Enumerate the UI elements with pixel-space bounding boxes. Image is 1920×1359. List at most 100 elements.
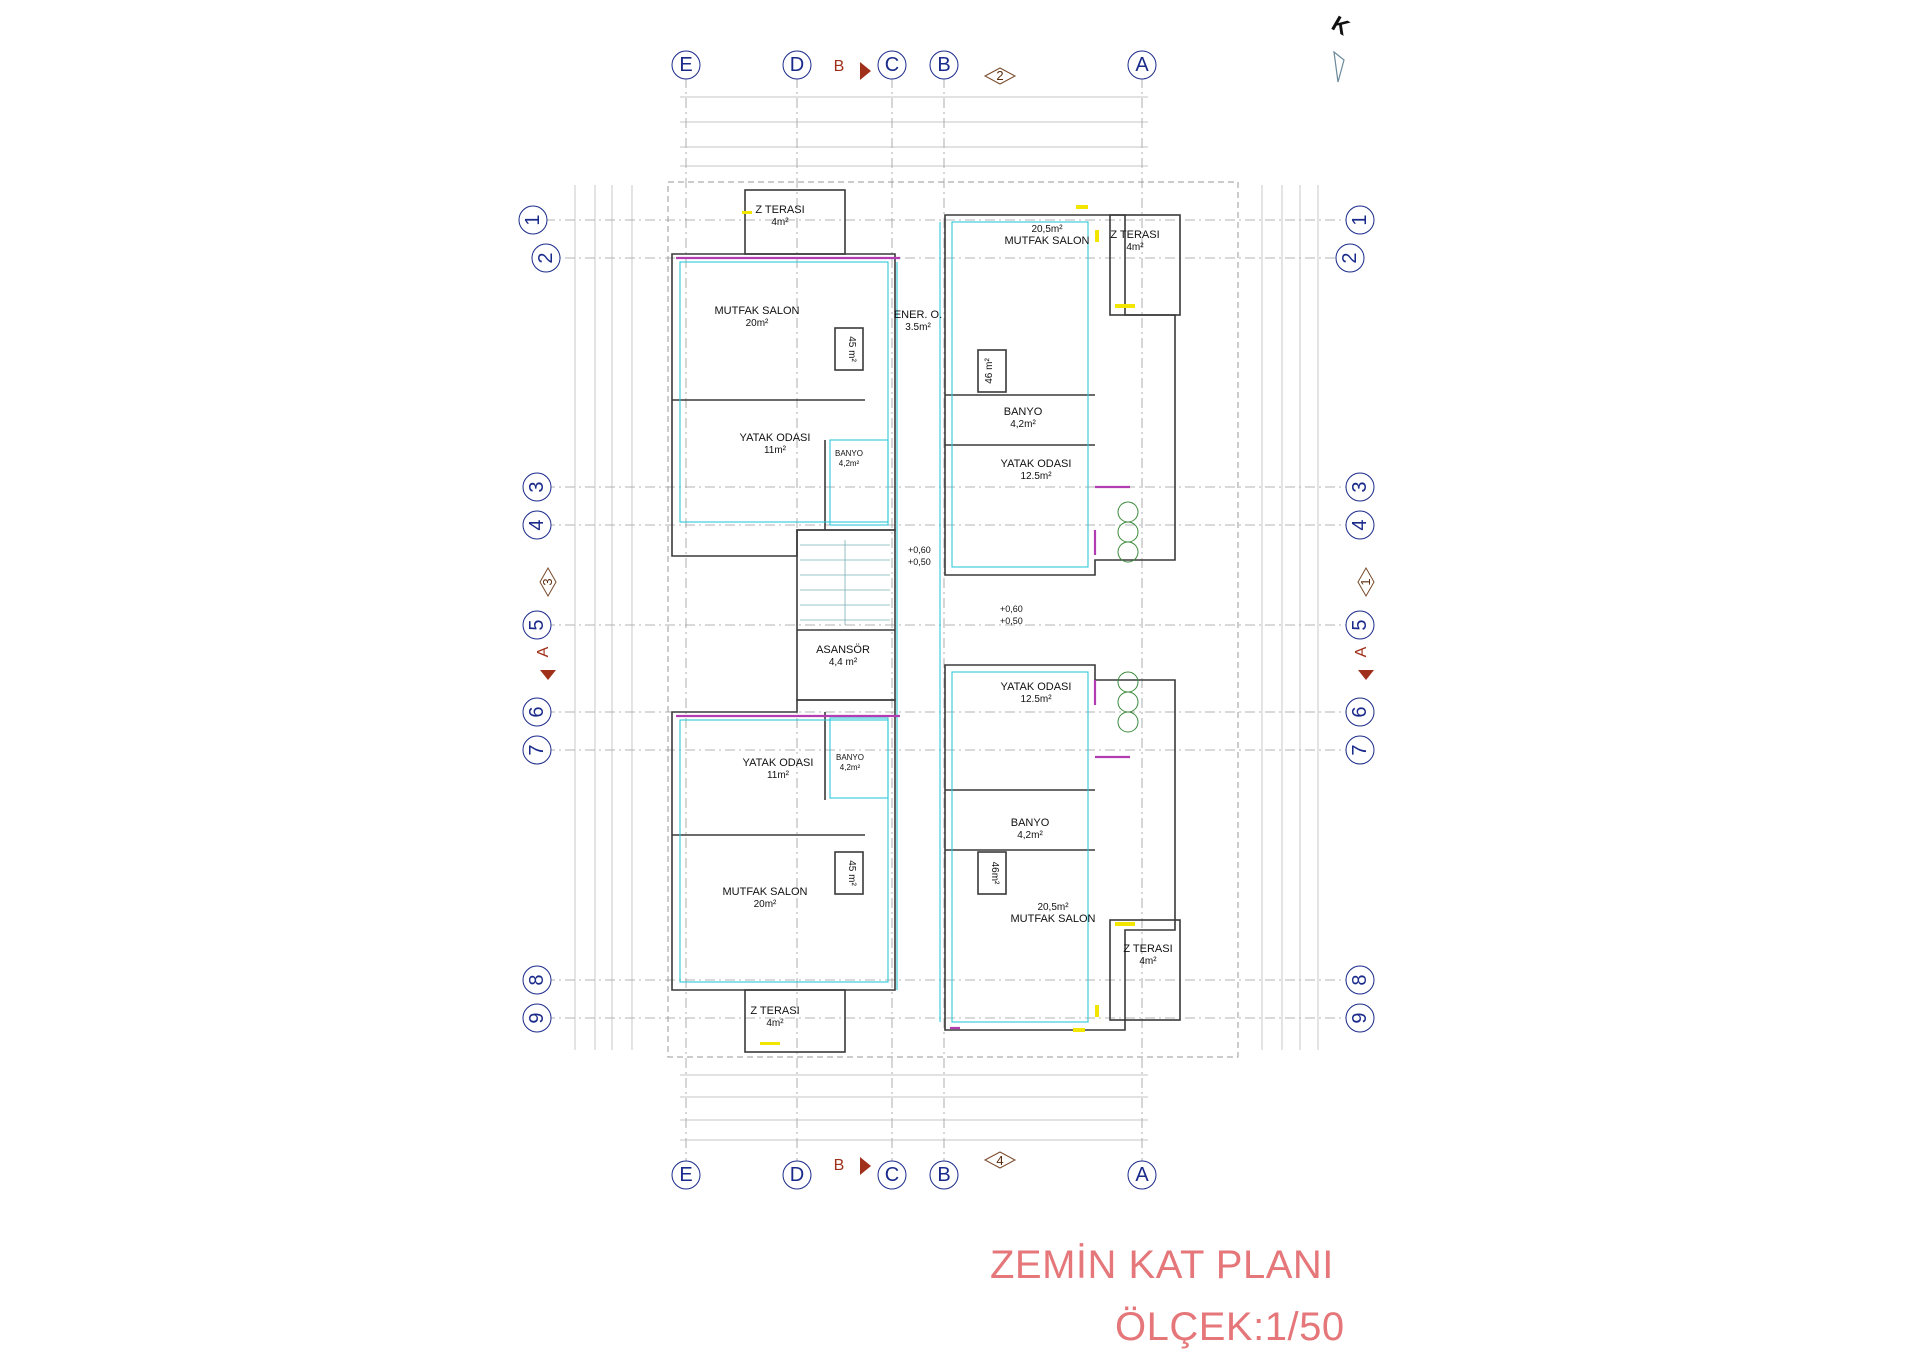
unit-area-46-lower: 46m² xyxy=(989,862,1000,885)
elevation-mark-left: 3 xyxy=(539,566,557,598)
room-name-z-terasi-1: Z TERASI xyxy=(755,204,804,216)
section-a-label-left: A xyxy=(535,646,552,657)
room-name-banyo-1: BANYO xyxy=(1004,406,1043,418)
site-boundary xyxy=(667,181,1239,1058)
axis-label-9-left: 9 xyxy=(526,1012,548,1023)
room-area-mutfak-salon-3: 20m² xyxy=(754,899,777,910)
elevation-number-right: 1 xyxy=(1358,578,1373,585)
axis-bubbles-bottom: E D C B A xyxy=(671,1160,1157,1190)
section-mark-b-bottom: B xyxy=(834,1157,871,1175)
axis-label-1-left: 1 xyxy=(522,214,544,225)
room-area-mutfak-salon-2: 20,5m² xyxy=(1031,224,1063,235)
room-name-banyo-4: BANYO xyxy=(1011,817,1050,829)
section-mark-a-right: A xyxy=(1353,646,1374,680)
room-area-yatak-odasi-1: 11m² xyxy=(764,445,787,456)
room-name-mutfak-salon-1: MUTFAK SALON xyxy=(715,305,800,317)
room-area-yatak-odasi-3: 12.5m² xyxy=(1020,694,1052,705)
axis-label-3-left: 3 xyxy=(526,481,548,492)
elevation-mark-bottom: 4 xyxy=(983,1151,1017,1169)
axis-bubbles-top: E D C B A xyxy=(671,50,1157,80)
section-a-label-right: A xyxy=(1353,646,1370,657)
axis-label-6-right: 6 xyxy=(1349,706,1371,717)
axis-label-c-top: C xyxy=(885,54,899,76)
room-area-mutfak-salon-1: 20m² xyxy=(746,318,769,329)
finish-lines xyxy=(679,221,1089,1023)
level-upper-2: +0,50 xyxy=(908,557,931,567)
unit-area-45-upper: 45 m² xyxy=(846,336,857,362)
plan-title: ZEMİN KAT PLANI xyxy=(990,1243,1334,1287)
axis-label-8-left: 8 xyxy=(526,974,548,985)
room-name-ener-o: ENER. O. xyxy=(894,309,942,321)
unit-area-46-upper: 46 m² xyxy=(984,358,995,384)
room-area-yatak-odasi-2: 12.5m² xyxy=(1020,471,1052,482)
room-name-z-terasi-3: Z TERASI xyxy=(1123,943,1172,955)
plan-scale: ÖLÇEK:1/50 xyxy=(1115,1305,1345,1349)
axis-label-1-right: 1 xyxy=(1349,214,1371,225)
room-area-banyo-1: 4,2m² xyxy=(1010,419,1036,430)
room-area-z-terasi-3: 4m² xyxy=(1139,956,1157,967)
axis-label-c-bottom: C xyxy=(885,1164,899,1186)
section-b-label-top: B xyxy=(834,58,845,75)
room-name-mutfak-salon-2: MUTFAK SALON xyxy=(1005,235,1090,247)
section-mark-a-left: A xyxy=(535,646,556,680)
north-arrow: K xyxy=(1328,11,1354,83)
room-name-mutfak-salon-4: MUTFAK SALON xyxy=(1011,913,1096,925)
section-b-label-bottom: B xyxy=(834,1157,845,1174)
axis-label-6-left: 6 xyxy=(526,706,548,717)
axis-label-d-top: D xyxy=(790,54,804,76)
room-name-yatak-odasi-3: YATAK ODASI xyxy=(1001,681,1072,693)
room-name-yatak-odasi-1: YATAK ODASI xyxy=(740,432,811,444)
axis-bubbles-left: 1 2 3 4 5 6 7 8 9 xyxy=(518,205,561,1033)
axis-bubbles-right: 1 2 3 4 5 6 7 8 9 xyxy=(1335,205,1375,1033)
north-letter: K xyxy=(1328,11,1354,41)
room-name-z-terasi-4: Z TERASI xyxy=(750,1005,799,1017)
level-lower-1: +0,60 xyxy=(1000,604,1023,614)
room-name-yatak-odasi-4: YATAK ODASI xyxy=(743,757,814,769)
staircase xyxy=(800,540,890,625)
axis-label-7-right: 7 xyxy=(1349,744,1371,755)
room-area-banyo-2: 4,2m² xyxy=(839,459,860,468)
room-area-banyo-3: 4,2m² xyxy=(840,763,861,772)
room-name-asansor: ASANSÖR xyxy=(816,644,870,656)
axis-label-a-top: A xyxy=(1135,54,1149,76)
room-area-banyo-4: 4,2m² xyxy=(1017,830,1043,841)
section-mark-b-top: B xyxy=(834,58,871,80)
planter-trees xyxy=(1117,501,1139,733)
elevation-mark-right: 1 xyxy=(1357,566,1375,598)
room-area-z-terasi-1: 4m² xyxy=(771,217,789,228)
unit-area-45-lower: 45 m² xyxy=(846,860,857,886)
room-area-ener-o: 3.5m² xyxy=(905,322,931,333)
room-area-yatak-odasi-4: 11m² xyxy=(767,770,790,781)
axis-label-2-left: 2 xyxy=(535,252,557,263)
axis-label-5-left: 5 xyxy=(526,619,548,630)
room-name-z-terasi-2: Z TERASI xyxy=(1110,229,1159,241)
level-marker-lower: +0,60 +0,50 xyxy=(1000,604,1023,626)
walls xyxy=(671,189,1181,1053)
axis-label-8-right: 8 xyxy=(1349,974,1371,985)
room-name-banyo-3: BANYO xyxy=(836,753,864,762)
room-area-mutfak-salon-4: 20,5m² xyxy=(1037,902,1069,913)
axis-label-4-left: 4 xyxy=(526,519,548,530)
axis-label-d-bottom: D xyxy=(790,1164,804,1186)
level-marker-upper: +0,60 +0,50 xyxy=(908,545,931,567)
axis-label-a-bottom: A xyxy=(1135,1164,1149,1186)
axis-label-b-top: B xyxy=(937,54,950,76)
room-area-z-terasi-2: 4m² xyxy=(1126,242,1144,253)
elevation-number-left: 3 xyxy=(540,578,555,585)
elevation-mark-top: 2 xyxy=(983,67,1017,85)
room-area-asansor: 4,4 m² xyxy=(829,657,858,668)
room-name-mutfak-salon-3: MUTFAK SALON xyxy=(723,886,808,898)
level-upper-1: +0,60 xyxy=(908,545,931,555)
axis-label-e-bottom: E xyxy=(679,1164,692,1186)
room-area-z-terasi-4: 4m² xyxy=(766,1018,784,1029)
axis-label-e-top: E xyxy=(679,54,692,76)
level-lower-2: +0,50 xyxy=(1000,616,1023,626)
axis-label-5-right: 5 xyxy=(1349,619,1371,630)
dimension-lines xyxy=(574,96,1319,1141)
wall-accents xyxy=(676,256,1130,1030)
axis-label-3-right: 3 xyxy=(1349,481,1371,492)
room-name-banyo-2: BANYO xyxy=(835,449,863,458)
axis-label-4-right: 4 xyxy=(1349,519,1371,530)
elevation-number-bottom: 4 xyxy=(996,1153,1003,1168)
